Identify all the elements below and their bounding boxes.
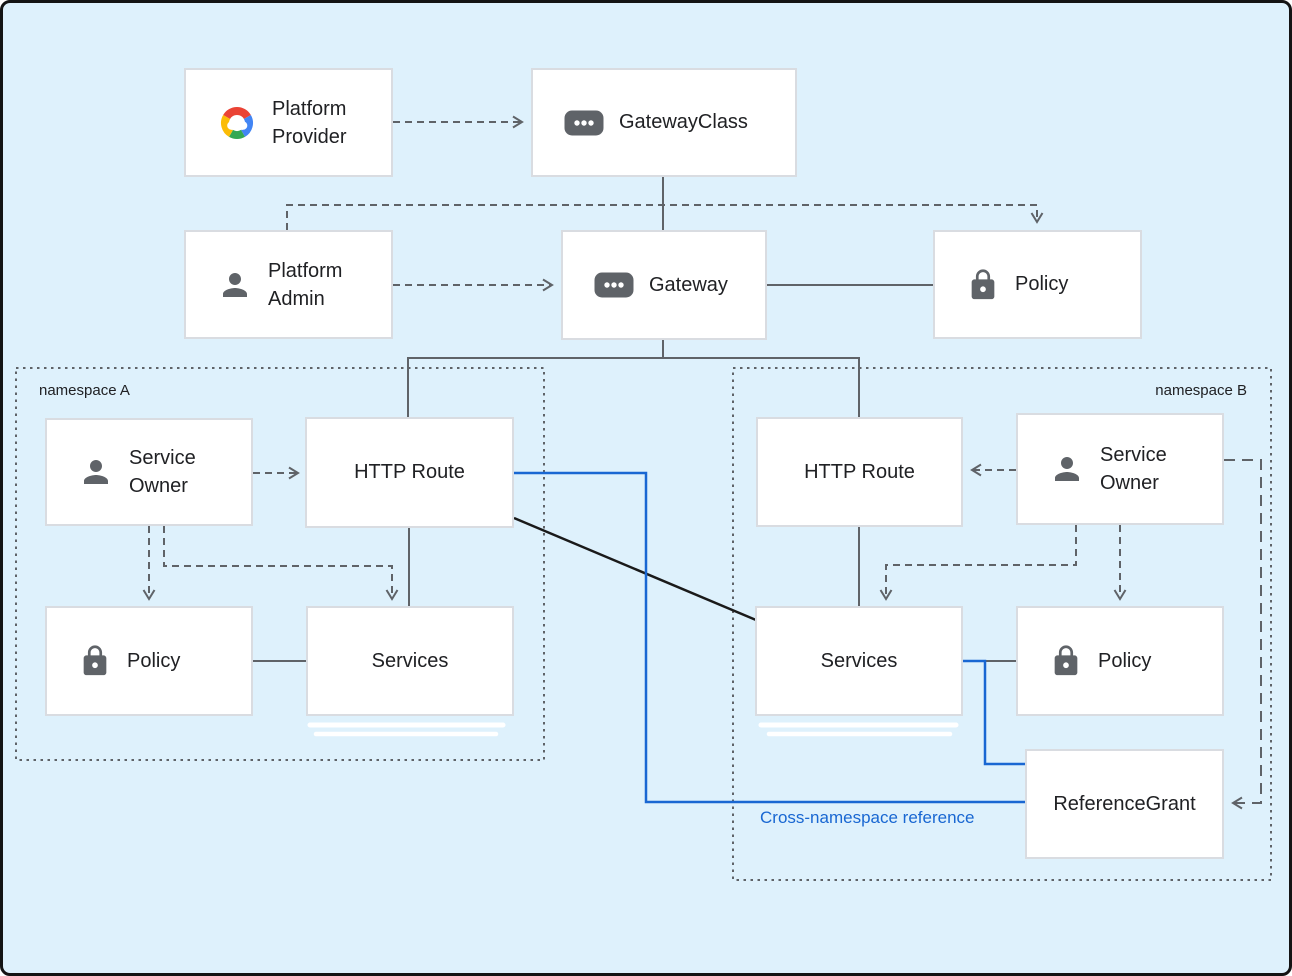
node-label: Services bbox=[371, 649, 449, 672]
person-icon bbox=[1049, 451, 1085, 487]
node-label: HTTP Route bbox=[804, 460, 915, 483]
node-gateway-class: GatewayClass bbox=[531, 68, 797, 177]
node-services-b: Services bbox=[755, 606, 963, 716]
node-label: GatewayClass bbox=[619, 111, 748, 133]
namespace-a-boundary bbox=[15, 367, 545, 761]
node-policy-top: Policy bbox=[933, 230, 1142, 339]
node-label: Platform Provider bbox=[272, 97, 347, 148]
node-label: HTTP Route bbox=[354, 461, 465, 483]
node-label: Policy bbox=[1098, 649, 1152, 672]
node-service-owner-b: Service Owner bbox=[1016, 413, 1224, 525]
google-cloud-logo-icon bbox=[217, 106, 257, 140]
node-http-route-b: HTTP Route bbox=[756, 417, 963, 527]
node-platform-admin: Platform Admin bbox=[184, 230, 393, 339]
node-reference-grant: ReferenceGrant bbox=[1025, 749, 1224, 859]
node-label: Services bbox=[820, 649, 898, 672]
node-policy-b: Policy bbox=[1016, 606, 1224, 716]
node-gateway: Gateway bbox=[561, 230, 767, 340]
lock-icon bbox=[966, 267, 1000, 303]
node-service-owner-a: Service Owner bbox=[45, 418, 253, 526]
cross-namespace-reference-label: Cross-namespace reference bbox=[760, 808, 975, 827]
edge-owner-b-to-referencegrant bbox=[1224, 459, 1262, 810]
node-services-a: Services bbox=[306, 606, 514, 716]
node-label: Policy bbox=[127, 649, 181, 672]
edge-owner-b-to-services-b bbox=[879, 525, 1077, 601]
lock-icon bbox=[78, 643, 112, 679]
edge-httproute-a-to-services-b bbox=[513, 516, 757, 622]
edge-services-b-to-referencegrant bbox=[963, 659, 1025, 766]
lock-icon bbox=[1049, 643, 1083, 679]
node-label: Service Owner bbox=[1100, 444, 1167, 494]
node-http-route-a: HTTP Route bbox=[305, 417, 514, 528]
person-icon bbox=[217, 267, 253, 303]
edge-gateway-to-httproutes bbox=[407, 357, 860, 417]
person-icon bbox=[78, 454, 114, 490]
resource-dots-icon bbox=[594, 272, 634, 298]
connector-layer bbox=[15, 115, 1272, 881]
edge-cross-namespace-httproute-a-to-referencegrant bbox=[514, 471, 1025, 804]
node-label: Gateway bbox=[649, 273, 728, 296]
edge-admin-to-policy bbox=[286, 204, 1044, 230]
node-label: Platform Admin bbox=[268, 259, 343, 310]
node-policy-a: Policy bbox=[45, 606, 253, 716]
edge-owner-a-to-services-a bbox=[163, 526, 399, 601]
resource-dots-icon bbox=[564, 110, 604, 136]
node-label: Policy bbox=[1015, 273, 1069, 295]
namespace-a-label: namespace A bbox=[39, 382, 130, 399]
node-label: Service Owner bbox=[129, 447, 196, 497]
node-label: ReferenceGrant bbox=[1053, 792, 1196, 815]
node-platform-provider: Platform Provider bbox=[184, 68, 393, 177]
namespace-b-label: namespace B bbox=[1155, 382, 1247, 399]
